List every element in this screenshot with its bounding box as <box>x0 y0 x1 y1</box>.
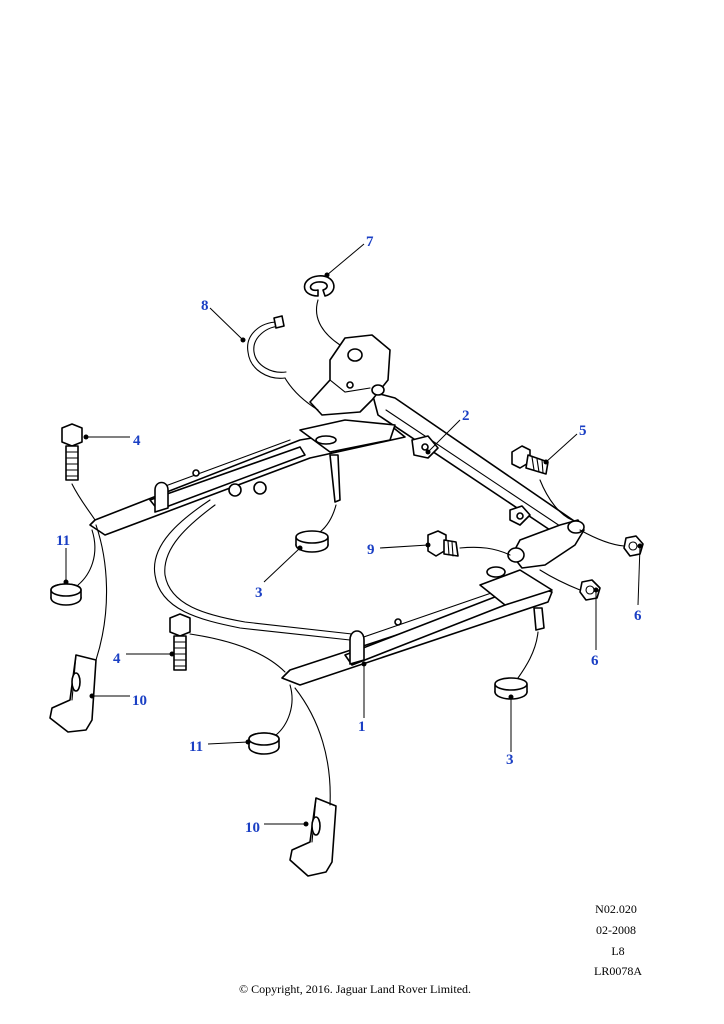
part-8-spring-ring <box>247 315 319 411</box>
part-10-foot-lower <box>289 687 337 877</box>
reference-model: L8 <box>611 944 625 958</box>
part-11-bush-upper <box>50 529 96 606</box>
callout-4-upper[interactable]: 4 <box>133 433 141 449</box>
reference-date: 02-2008 <box>596 923 636 937</box>
part-10-foot-upper <box>49 524 108 733</box>
upper-seat-rail <box>89 419 406 536</box>
callout-9[interactable]: 9 <box>367 542 375 558</box>
callout-1[interactable]: 1 <box>358 719 366 735</box>
lower-seat-rail <box>281 566 553 686</box>
callout-leaders <box>63 243 643 827</box>
callout-5[interactable]: 5 <box>579 423 587 439</box>
part-2-nut-plate <box>411 435 439 459</box>
part-4-bolt-upper <box>61 423 96 521</box>
callout-10-upper[interactable]: 10 <box>132 693 147 709</box>
callout-11-lower[interactable]: 11 <box>189 739 203 755</box>
part-6-nut-upper <box>579 529 644 557</box>
callout-4-lower[interactable]: 4 <box>113 651 121 667</box>
copyright-notice: © Copyright, 2016. Jaguar Land Rover Lim… <box>238 982 472 996</box>
part-3-grommet-lower <box>494 631 539 700</box>
callout-8[interactable]: 8 <box>201 298 209 314</box>
callout-6-upper[interactable]: 6 <box>634 608 642 624</box>
callout-6-lower[interactable]: 6 <box>591 653 599 669</box>
callout-11-upper[interactable]: 11 <box>56 533 70 549</box>
seat-frame-cross-member <box>371 391 581 541</box>
right-pivot-bracket <box>507 505 585 569</box>
seat-mounting-bracket <box>309 334 391 416</box>
part-9-bolt <box>427 530 511 557</box>
part-3-grommet-upper <box>295 504 337 553</box>
reference-code: N02.020 <box>595 902 637 916</box>
release-cable <box>153 499 351 641</box>
callout-3-lower[interactable]: 3 <box>506 752 514 768</box>
part-7-clip <box>303 275 341 346</box>
callout-3-upper[interactable]: 3 <box>255 585 263 601</box>
callout-10-lower[interactable]: 10 <box>245 820 260 836</box>
callout-labels: 7 8 2 5 6 6 9 3 3 1 4 4 11 11 10 10 <box>56 234 642 836</box>
reference-illustration-id: LR0078A <box>594 964 642 978</box>
part-11-bush-lower <box>248 684 293 755</box>
callout-7[interactable]: 7 <box>366 234 374 250</box>
callout-2[interactable]: 2 <box>462 408 470 424</box>
part-4-bolt-lower <box>169 613 286 673</box>
part-5-bolt <box>511 445 573 521</box>
